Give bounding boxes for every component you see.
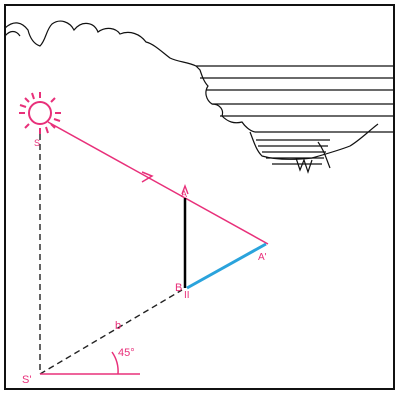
label-sun-ground: S' [22, 374, 31, 386]
shadow-BA-prime [186, 242, 267, 290]
frame [4, 4, 395, 390]
sun-icon [19, 92, 61, 134]
point-A-marker [181, 184, 189, 195]
angle-arc [111, 351, 119, 375]
label-point-B-marker: II [184, 290, 190, 301]
arrow-icon [141, 171, 154, 183]
label-point-B: B [175, 282, 182, 294]
label-point-A: A [181, 189, 187, 199]
cloud-outline [4, 20, 394, 67]
label-angle: 45° [118, 347, 135, 359]
light-ray [47, 121, 269, 245]
label-sun-S: S [34, 138, 40, 148]
cornice [195, 65, 394, 174]
label-point-A-shadow: A' [258, 252, 267, 263]
ground-line-dashed [39, 289, 183, 375]
label-point-b: b [115, 320, 121, 332]
